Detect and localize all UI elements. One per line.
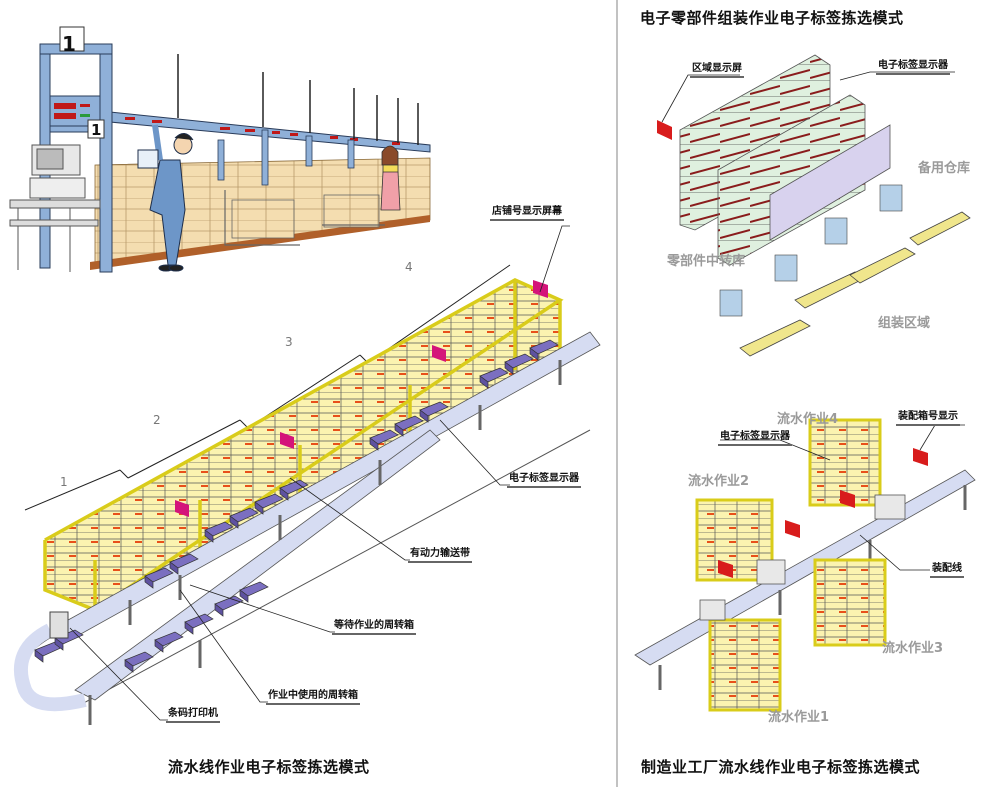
warehouse-scene [9, 26, 431, 273]
callout-store-display: 店铺号显示屏幕 [490, 205, 564, 221]
tote-box-side [214, 603, 224, 617]
right-caption: 制造业工厂流水线作业电子标签拣选模式 [641, 758, 921, 776]
callout-active-tote: 作业中使用的周转箱 [266, 689, 360, 705]
zone-assembly-area: 组装区域 [878, 316, 931, 331]
bracket-number-1: 1 [60, 475, 68, 489]
bracket-number-3: 3 [285, 335, 293, 349]
tote-box-side [394, 423, 404, 437]
callout-area-display: 区域显示屏 [690, 62, 744, 78]
tote-box-side [419, 409, 429, 423]
zone-flow-1: 流水作业1 [768, 710, 830, 725]
zone-flow-2: 流水作业2 [688, 474, 750, 489]
callout-box-number-display: 装配箱号显示 [896, 410, 960, 426]
zone-spare-warehouse: 备用仓库 [918, 161, 971, 176]
callout-tag-display-assembly: 电子标签显示器 [876, 59, 950, 75]
tote-box-side [479, 375, 489, 389]
zone-flow-4: 流水作业4 [777, 412, 839, 427]
zone-flow-3: 流水作业3 [882, 641, 944, 656]
bracket-number-2: 2 [153, 413, 161, 427]
gate-number-sign-lower: 1 [91, 121, 102, 139]
tote-box-side [54, 637, 64, 651]
tote-box-side [369, 437, 379, 451]
callout-powered-conveyor: 有动力输送带 [408, 547, 472, 563]
callout-assembly-line: 装配线 [930, 562, 964, 578]
tote-box-side [169, 561, 179, 575]
tote-box-side [124, 659, 134, 673]
conveyor-line-scene [14, 225, 601, 725]
bracket-number-4: 4 [405, 260, 413, 274]
factory-scene [634, 418, 976, 712]
tote-box-side [204, 529, 214, 543]
zone-parts-transfer: 零部件中转库 [667, 254, 746, 269]
tote-box-side [154, 639, 164, 653]
tote-box-side [254, 501, 264, 515]
gate-number-sign: 1 [62, 32, 77, 56]
left-caption: 流水线作业电子标签拣选模式 [168, 758, 370, 776]
callout-barcode-printer: 条码打印机 [166, 707, 220, 723]
tote-box-side [529, 347, 539, 361]
callout-tag-display-factory: 电子标签显示器 [718, 430, 792, 446]
tote-box-side [184, 621, 194, 635]
callout-waiting-tote: 等待作业的周转箱 [332, 619, 416, 635]
assembly-scene [657, 54, 971, 357]
tote-box-side [229, 515, 239, 529]
right-top-title: 电子零部件组装作业电子标签拣选模式 [640, 9, 904, 27]
tote-box-side [279, 487, 289, 501]
tote-box-side [144, 575, 154, 589]
callout-tag-display: 电子标签显示器 [507, 472, 581, 488]
tote-box-side [34, 649, 44, 663]
tote-box-side [239, 589, 249, 603]
tote-box-side [504, 361, 514, 375]
